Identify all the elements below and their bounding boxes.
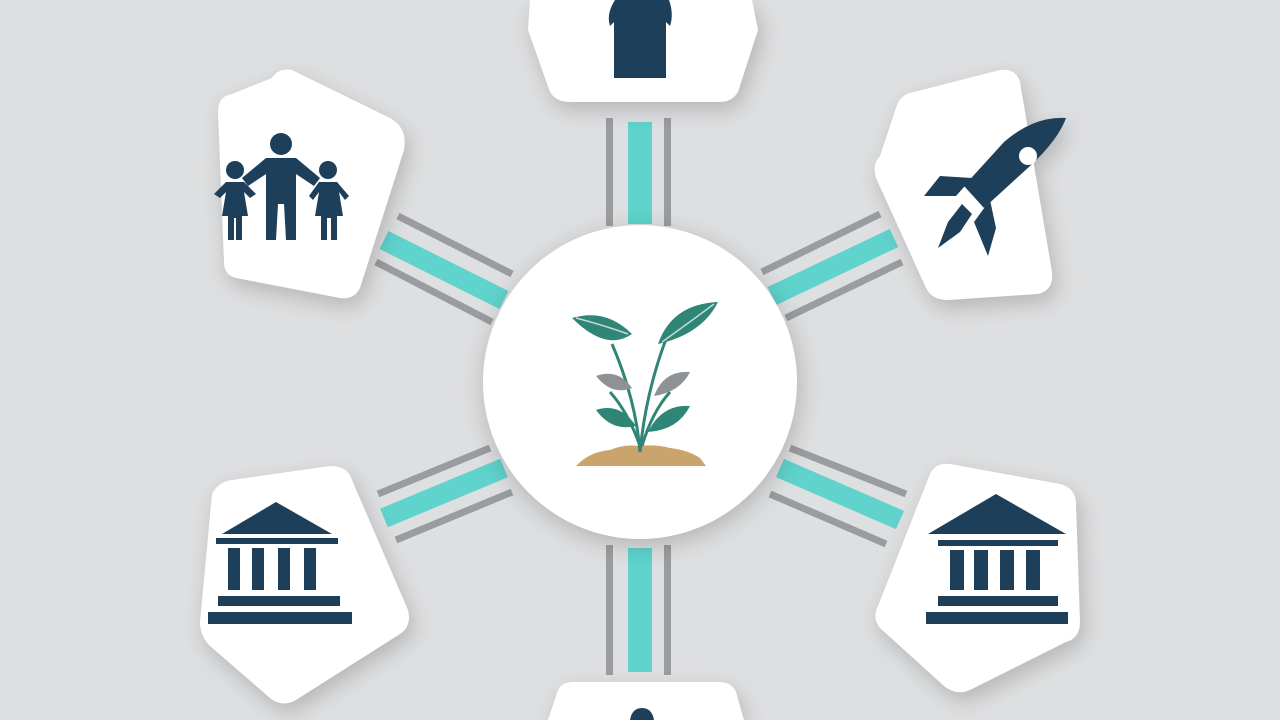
rocket-icon bbox=[924, 117, 1066, 256]
connector-bottom-left bbox=[376, 444, 514, 544]
bank-building-icon bbox=[926, 494, 1068, 624]
node-card-bottom-right bbox=[875, 463, 1080, 693]
connector-top bbox=[606, 118, 671, 226]
node-card-bottom-left bbox=[200, 466, 409, 704]
node-card-top bbox=[528, 0, 758, 102]
connector-bottom-right bbox=[768, 444, 908, 548]
bank-building-icon bbox=[208, 502, 352, 624]
person-icon bbox=[608, 0, 672, 78]
connector-top-left bbox=[374, 212, 514, 326]
connectors bbox=[374, 118, 908, 675]
node-card-top-right bbox=[874, 69, 1066, 300]
node-card-top-left bbox=[214, 69, 405, 299]
partial-card-icon bbox=[630, 708, 654, 720]
node-cards bbox=[200, 0, 1080, 720]
connector-bottom bbox=[606, 545, 671, 675]
seedling-icon bbox=[572, 302, 718, 466]
node-card-bottom bbox=[548, 682, 744, 720]
connector-top-right bbox=[760, 210, 904, 322]
family-icon bbox=[214, 133, 349, 240]
central-hub bbox=[483, 225, 797, 539]
